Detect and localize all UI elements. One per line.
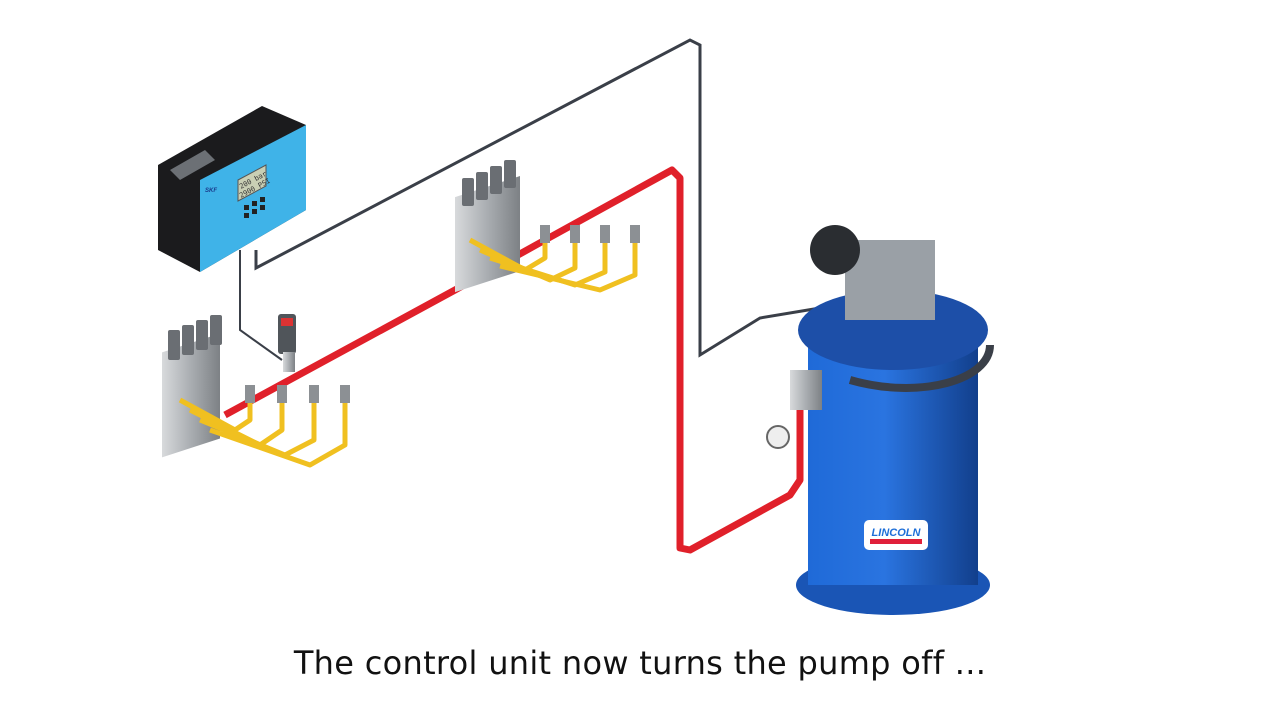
- control-unit: 200 bar 2900 PSI SKF: [158, 106, 306, 272]
- skf-logo: SKF: [205, 188, 217, 194]
- signal-cable: [254, 38, 821, 358]
- control-unit-buttons[interactable]: [244, 197, 265, 218]
- sensor-cable: [239, 250, 283, 361]
- pump-unit: LINCOLN: [766, 225, 994, 615]
- distributor-left: [162, 315, 350, 468]
- subtitle-caption: The control unit now turns the pump off …: [293, 644, 987, 682]
- pressure-sensor: [278, 314, 296, 372]
- lincoln-logo: LINCOLN: [872, 527, 922, 539]
- pressure-gauge: [766, 425, 790, 449]
- distributor-middle: [455, 160, 640, 293]
- control-unit-display: [237, 164, 267, 202]
